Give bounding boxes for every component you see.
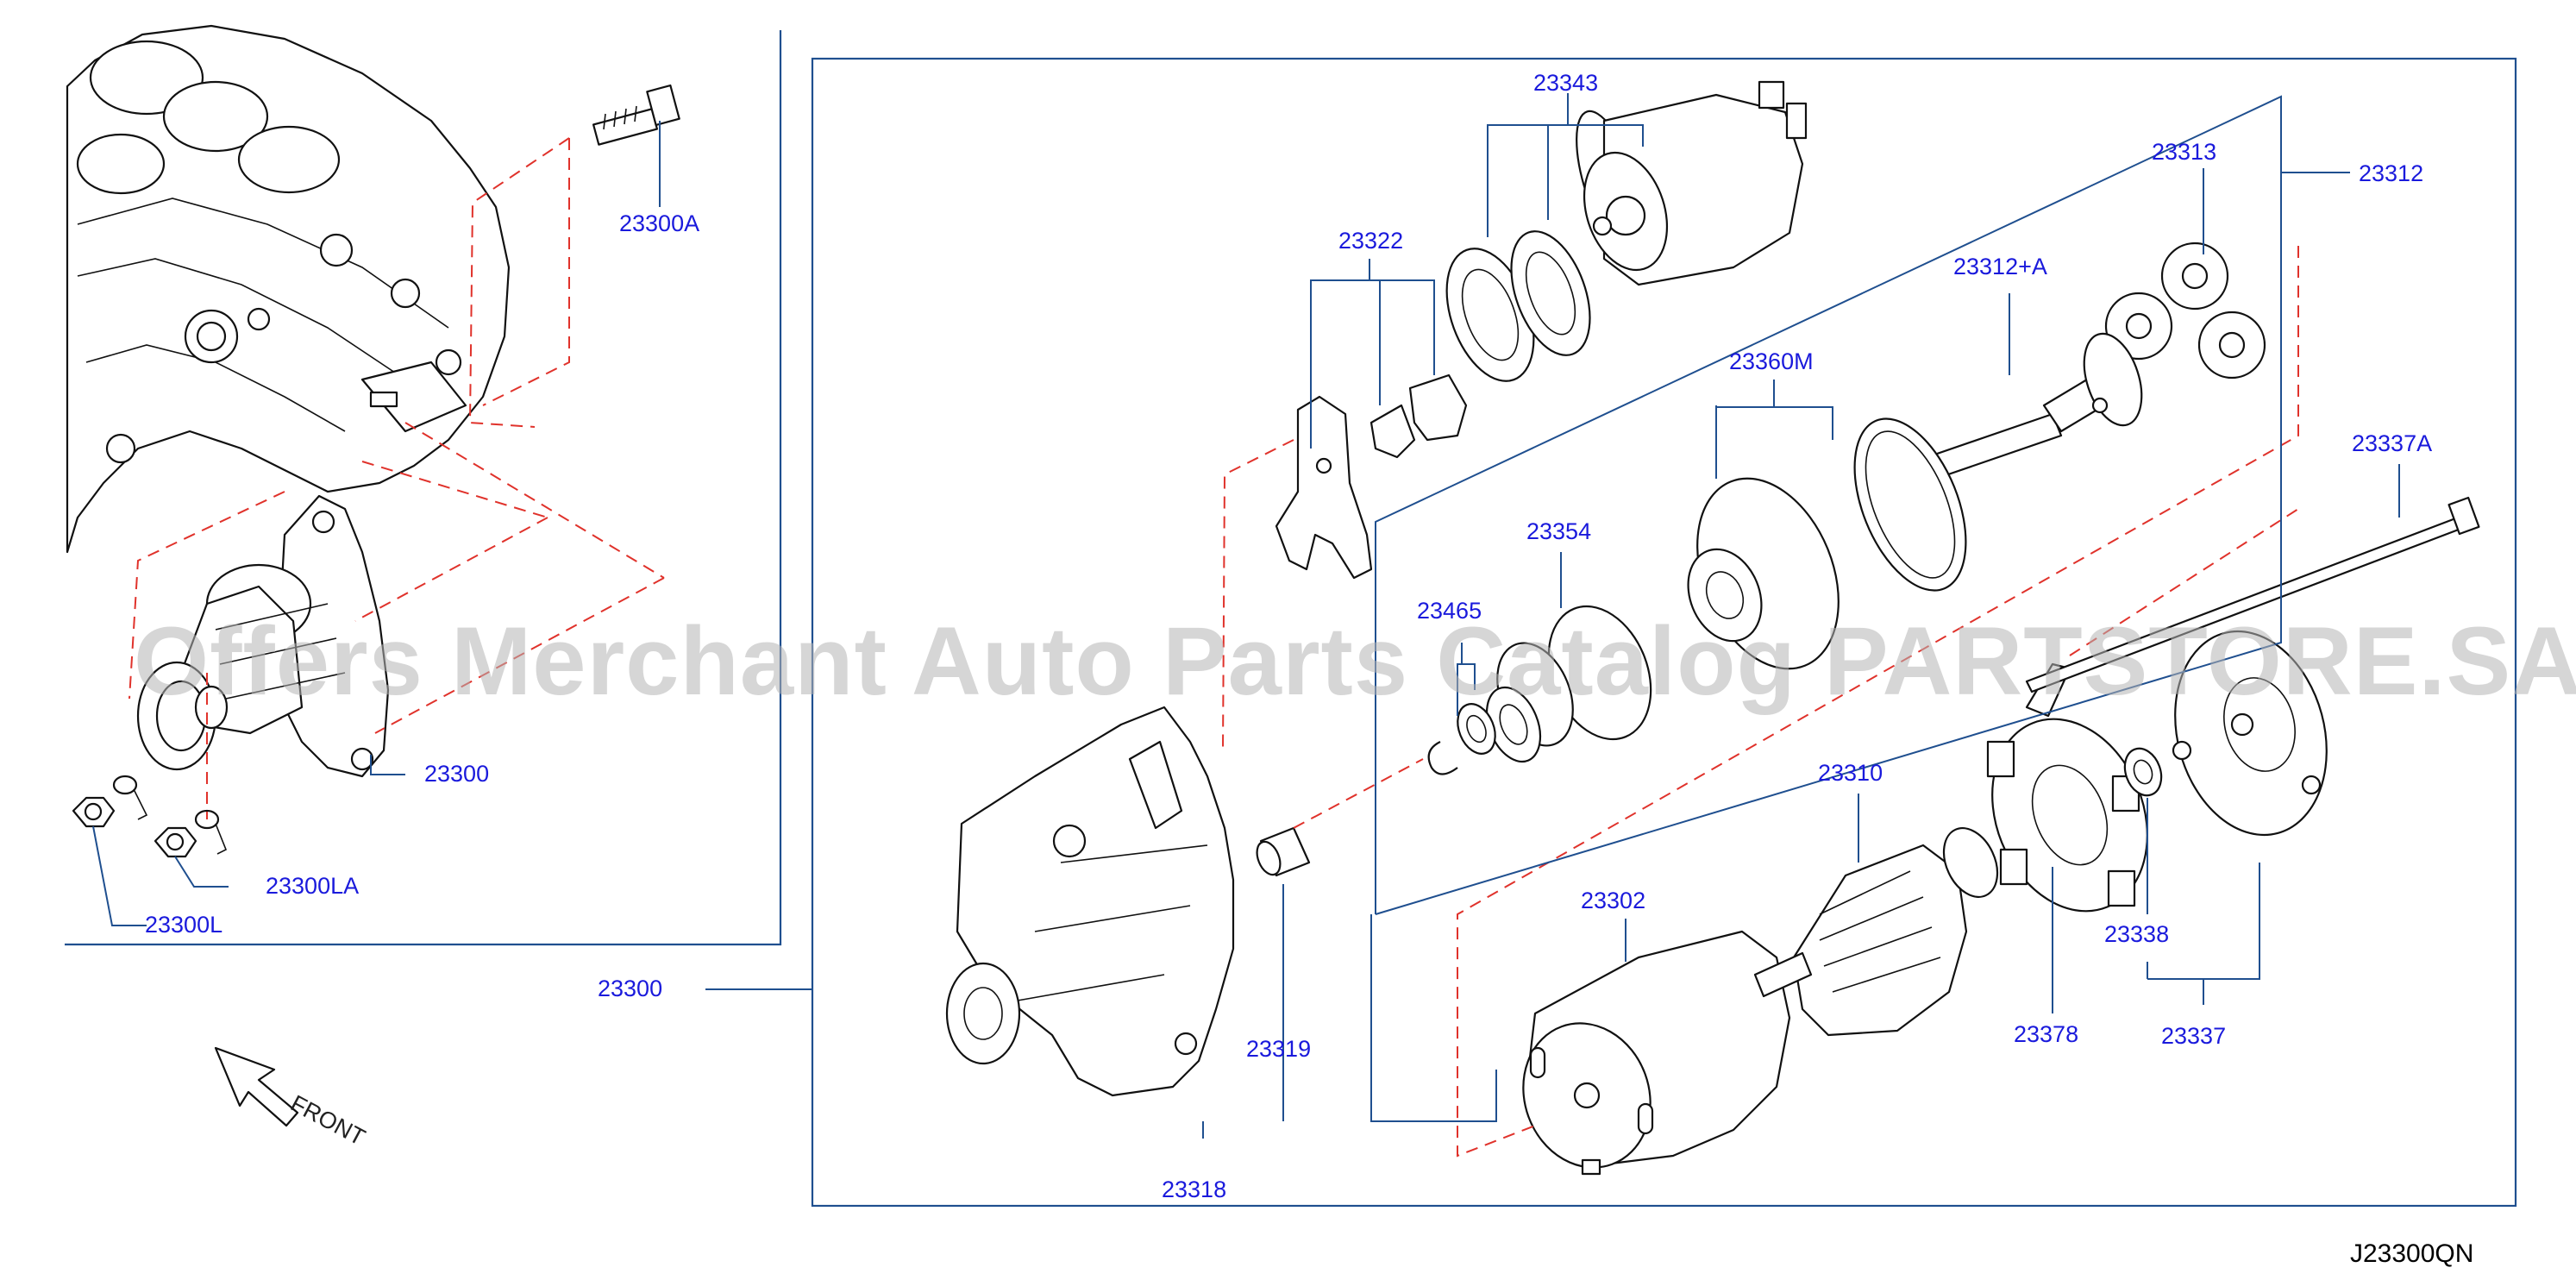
alignment-lines bbox=[128, 137, 2299, 1158]
label-23300la[interactable]: 23300LA bbox=[266, 873, 359, 899]
diagram-code: J23300QN bbox=[2350, 1239, 2473, 1268]
label-23378[interactable]: 23378 bbox=[2014, 1021, 2078, 1047]
label-23302[interactable]: 23302 bbox=[1581, 888, 1645, 913]
label-23300l[interactable]: 23300L bbox=[145, 912, 223, 938]
label-23310[interactable]: 23310 bbox=[1818, 760, 1883, 786]
label-23465[interactable]: 23465 bbox=[1417, 598, 1482, 624]
internal-gear-23360m bbox=[1687, 417, 1967, 670]
label-23337[interactable]: 23337 bbox=[2161, 1023, 2226, 1049]
label-23337a[interactable]: 23337A bbox=[2352, 430, 2432, 456]
brush-holder-23378 bbox=[1986, 662, 2148, 913]
stop-ring-23465 bbox=[1427, 703, 1496, 775]
nut-23300l bbox=[72, 796, 116, 828]
label-23360m[interactable]: 23360M bbox=[1729, 348, 1814, 374]
pinion-clutch-23354 bbox=[1485, 605, 1652, 763]
label-23318[interactable]: 23318 bbox=[1162, 1176, 1226, 1202]
gear-case-23318 bbox=[945, 706, 1235, 1097]
gasket-plates-23343 bbox=[1445, 230, 1591, 382]
front-arrow-icon bbox=[214, 1046, 299, 1127]
armature-23310 bbox=[1753, 827, 1999, 1037]
label-23343[interactable]: 23343 bbox=[1533, 70, 1598, 96]
label-23300a[interactable]: 23300A bbox=[619, 210, 699, 236]
label-23313[interactable]: 23313 bbox=[2152, 139, 2216, 165]
label-23312[interactable]: 23312 bbox=[2359, 160, 2423, 186]
front-label: FRONT bbox=[286, 1090, 369, 1151]
label-23319[interactable]: 23319 bbox=[1246, 1036, 1311, 1062]
label-23322[interactable]: 23322 bbox=[1338, 228, 1403, 254]
solenoid-23343 bbox=[1576, 80, 1808, 286]
shift-lever-23322 bbox=[1275, 373, 1468, 580]
nut-23300la bbox=[154, 826, 197, 858]
yoke-23302 bbox=[1522, 930, 1791, 1176]
through-bolt-23337a bbox=[2025, 496, 2480, 693]
exploded-view-frame bbox=[811, 57, 2517, 1208]
label-23312a[interactable]: 23312+A bbox=[1953, 254, 2047, 279]
starter-assembly-inset bbox=[136, 494, 390, 778]
label-23338[interactable]: 23338 bbox=[2104, 921, 2169, 947]
label-23354[interactable]: 23354 bbox=[1526, 518, 1591, 544]
part-labels: 23343 23322 23313 23312 23312+A 23360M 2… bbox=[145, 70, 2432, 1202]
label-23300-main[interactable]: 23300 bbox=[598, 976, 662, 1001]
engine-block bbox=[66, 24, 511, 554]
label-23300-inset[interactable]: 23300 bbox=[424, 761, 489, 787]
bushing-23319 bbox=[1256, 826, 1311, 877]
watermark-text: Offers Merchant Auto Parts Catalog PARTS… bbox=[134, 607, 2576, 715]
bolt-23300a bbox=[592, 84, 680, 146]
planetary-gears-23313 bbox=[2104, 242, 2266, 380]
rear-cover-23337 bbox=[2172, 630, 2328, 837]
bearing-23338 bbox=[2123, 747, 2163, 797]
leader-lines bbox=[92, 93, 2400, 1139]
left-inset-frame bbox=[65, 30, 782, 946]
planetary-shaft-23312a bbox=[1901, 332, 2143, 493]
